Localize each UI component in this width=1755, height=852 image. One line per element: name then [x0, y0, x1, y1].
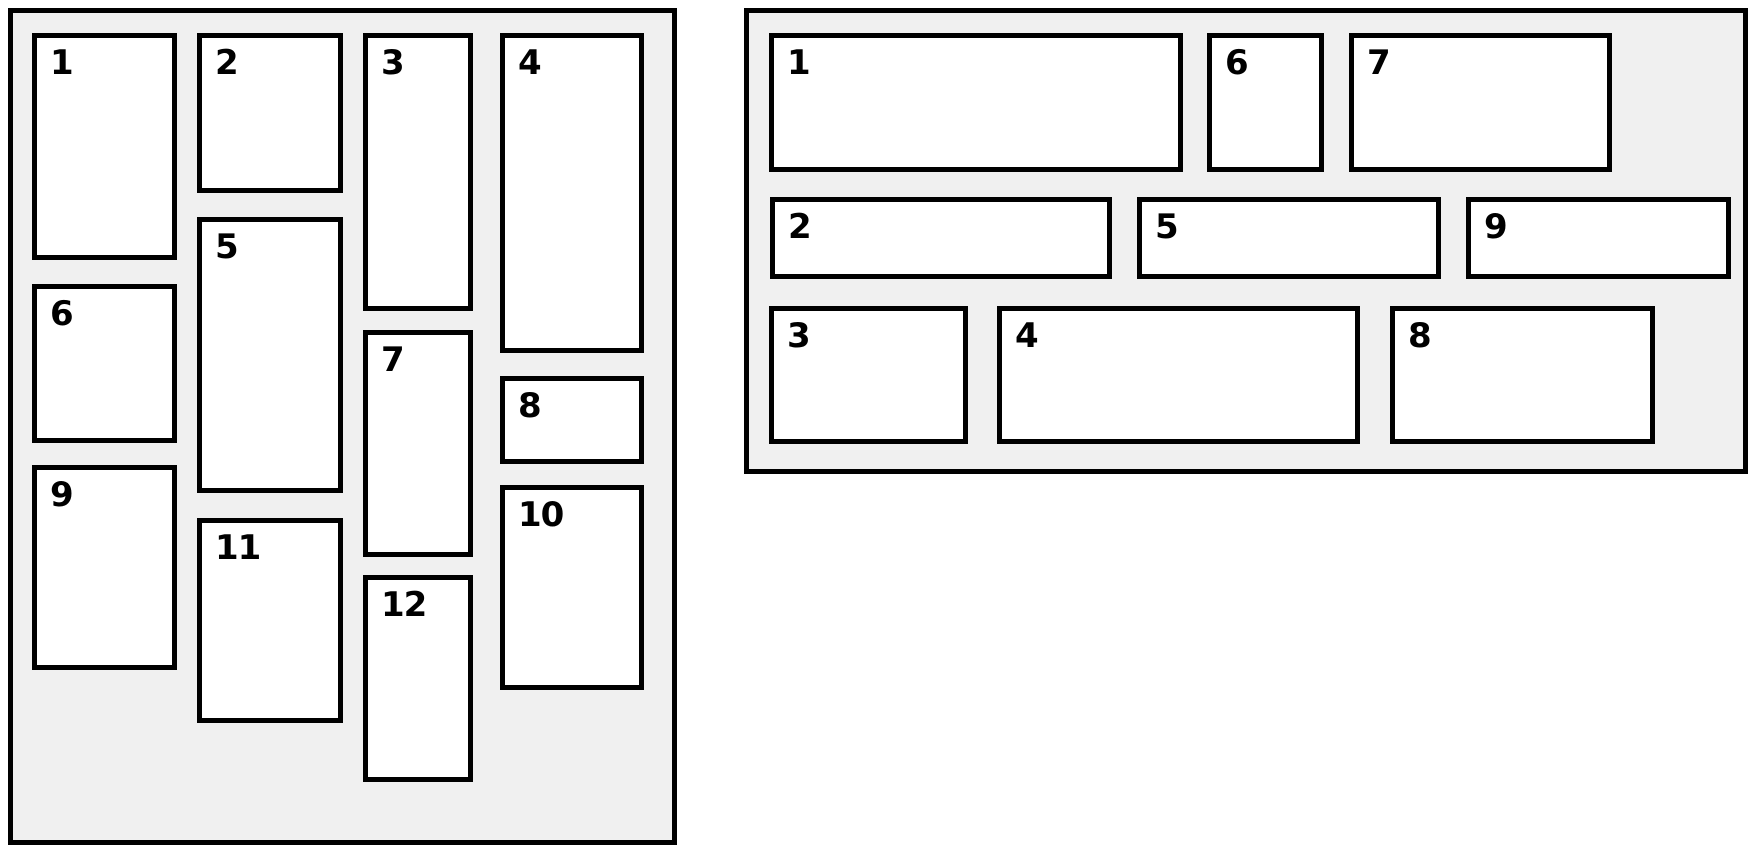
box-number-label: 3 [381, 43, 405, 83]
horizontal-masonry-item-8: 8 [1390, 306, 1655, 444]
horizontal-masonry-item-3: 3 [769, 306, 968, 444]
vertical-masonry-item-5: 5 [197, 217, 343, 493]
vertical-masonry-item-7: 7 [363, 330, 473, 557]
vertical-masonry-item-2: 2 [197, 33, 343, 193]
vertical-masonry-item-1: 1 [32, 33, 177, 260]
box-number-label: 4 [1015, 316, 1039, 356]
box-number-label: 4 [518, 43, 542, 83]
box-number-label: 6 [1225, 43, 1249, 83]
box-number-label: 2 [788, 207, 812, 247]
horizontal-masonry-item-4: 4 [997, 306, 1360, 444]
box-number-label: 8 [518, 386, 542, 426]
horizontal-masonry-item-1: 1 [769, 33, 1183, 172]
horizontal-masonry-item-9: 9 [1466, 197, 1731, 279]
box-number-label: 11 [215, 528, 261, 568]
vertical-masonry-item-4: 4 [500, 33, 644, 353]
vertical-masonry-item-9: 9 [32, 465, 177, 670]
vertical-masonry-item-11: 11 [197, 518, 343, 723]
box-number-label: 1 [787, 43, 811, 83]
box-number-label: 10 [518, 495, 564, 535]
vertical-masonry-item-6: 6 [32, 284, 177, 443]
vertical-masonry-item-8: 8 [500, 376, 644, 464]
horizontal-masonry-item-7: 7 [1349, 33, 1612, 172]
box-number-label: 6 [50, 294, 74, 334]
vertical-masonry-item-12: 12 [363, 575, 473, 782]
box-number-label: 2 [215, 43, 239, 83]
box-number-label: 3 [787, 316, 811, 356]
box-number-label: 5 [215, 227, 239, 267]
horizontal-masonry-item-5: 5 [1137, 197, 1441, 279]
horizontal-masonry-item-6: 6 [1207, 33, 1324, 172]
horizontal-masonry-item-2: 2 [770, 197, 1112, 279]
box-number-label: 7 [1367, 43, 1391, 83]
box-number-label: 5 [1155, 207, 1179, 247]
vertical-masonry-item-3: 3 [363, 33, 473, 311]
box-number-label: 7 [381, 340, 405, 380]
box-number-label: 9 [50, 475, 74, 515]
box-number-label: 8 [1408, 316, 1432, 356]
vertical-masonry-item-10: 10 [500, 485, 644, 690]
box-number-label: 1 [50, 43, 74, 83]
box-number-label: 9 [1484, 207, 1508, 247]
box-number-label: 12 [381, 585, 427, 625]
